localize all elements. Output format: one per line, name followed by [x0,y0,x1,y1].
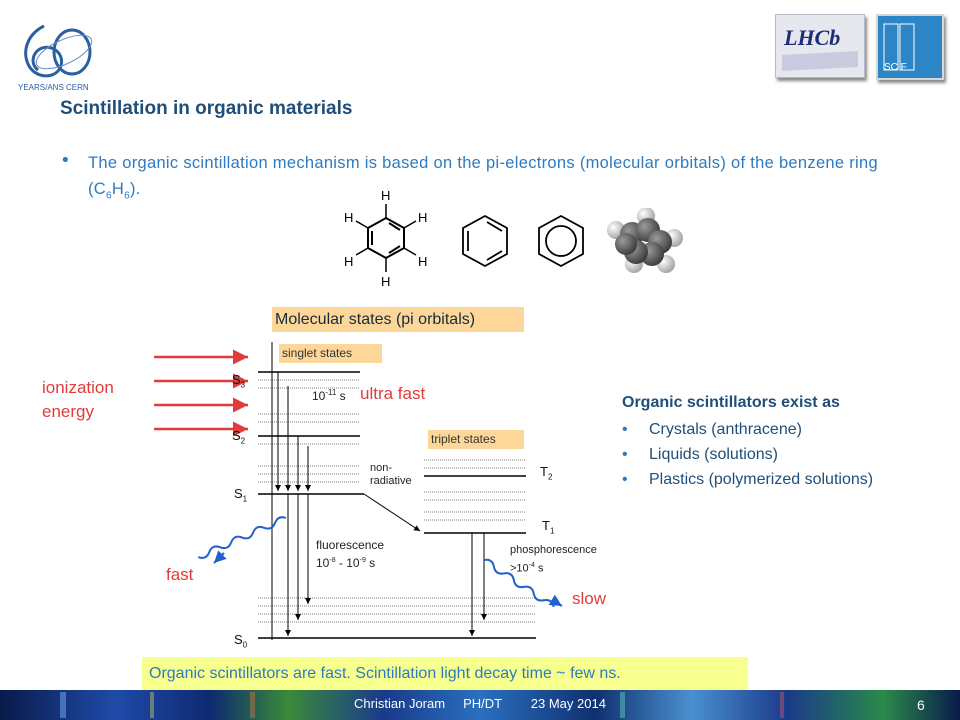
level-s3-letter: S [232,372,241,387]
list-item: • Plastics (polymerized solutions) [622,467,873,492]
ionization-line2: energy [42,402,94,421]
organic-scintillators-list: • Crystals (anthracene) • Liquids (solutio… [622,417,873,492]
molecular-states-banner: Molecular states (pi orbitals) [272,307,524,332]
list-item: • Liquids (solutions) [622,442,873,467]
level-s0-letter: S [234,632,243,647]
triplet-states-label: triplet states [428,430,524,449]
nonradiative-label: non-radiative [370,462,412,488]
phosphorescence-time-unit: s [534,562,544,575]
ultrafast-time-exp: -11 [325,388,337,397]
atom-h-top-right: H [418,210,427,225]
level-s2-letter: S [232,428,241,443]
ultrafast-time-base: 10 [312,389,326,403]
lhcb-logo: LHCb [775,14,865,78]
atom-h-top: H [381,188,390,203]
list-item-text: Liquids (solutions) [649,446,778,463]
footer-bar [0,690,960,720]
level-s0-sub: 0 [242,640,248,650]
scf-logo: SC F [876,14,944,80]
atom-h-bottom: H [381,274,390,289]
level-t1: T1 [542,518,554,536]
singlet-states-label: singlet states [279,344,382,363]
level-s3-sub: 3 [240,380,246,390]
fluorescence-time: 10-8 - 10-9 s [316,553,384,571]
level-s1-letter: S [234,486,243,501]
ionization-energy-label: ionization energy [42,376,114,424]
list-item: • Crystals (anthracene) [622,417,873,442]
lhcb-logo-text: LHCb [783,25,840,50]
phosphorescence-time-pre: >10 [510,562,529,575]
ultrafast-time: 10-11 s [312,388,346,403]
bullet-text-body: The organic scintillation mechanism is b… [88,154,878,172]
fluorescence-title: fluorescence [316,538,385,552]
fluorescence-time-unit: s [365,556,376,570]
phosphorescence-label: phosphorescence >10-4 s [510,543,597,577]
slide-title: Scintillation in organic materials [60,98,353,119]
benzene-hexagon-circle [538,214,584,268]
level-t1-letter: T [542,518,550,533]
fluorescence-time-a: 10 [316,556,330,570]
list-item-text: Plastics (polymerized solutions) [649,471,874,488]
organic-scintillators-heading: Organic scintillators exist as [622,394,840,411]
bullet-dot: • [60,150,71,171]
ionization-line1: ionization [42,378,114,397]
cern-logo-text: YEARS/ANS CERN [18,83,89,92]
ultrafast-time-unit: s [336,389,346,403]
phosphorescence-time-exp: -4 [528,562,535,569]
level-s3: S3 [232,372,245,390]
benzene-space-filling-model [607,208,683,273]
formula-close: ). [129,180,141,198]
formula-h: H [111,180,125,198]
footer-text: Christian Joram PH/DT 23 May 2014 [354,696,606,711]
benzene-hexagon-double-bonds [462,214,508,268]
atom-h-bottom-right: H [418,254,427,269]
fluorescence-time-mid: - 10 [335,556,360,570]
level-t2: T2 [540,464,552,482]
level-s1: S1 [234,486,247,504]
level-s2: S2 [232,428,245,446]
benzene-kekule-structure: H H H H H H [344,188,427,289]
scf-logo-text: SC F [884,62,907,73]
bullet-dot: • [622,421,628,438]
fluorescence-time-b-exp: -9 [359,557,366,564]
fluorescence-time-a-exp: -8 [329,557,336,564]
formula-sub1: 6 [106,190,112,202]
fast-label: fast [166,565,194,584]
cern-60-logo: YEARS/ANS CERN [18,24,93,92]
nonradiative-line2: radiative [370,475,412,487]
level-t2-letter: T [540,464,548,479]
level-t1-sub: 1 [549,526,555,536]
bottom-highlight-note: Organic scintillators are fast. Scintill… [142,657,748,690]
bullet-dot: • [622,446,628,463]
level-s0: S0 [234,632,247,650]
ultra-fast-label: ultra fast [360,384,426,403]
bullet-text: The organic scintillation mechanism is b… [88,150,908,209]
formula-open: (C [88,180,107,198]
phosphorescence-photon-wave [483,558,555,608]
level-s2-sub: 2 [240,436,246,446]
slow-label: slow [572,589,607,608]
page-number: 6 [917,697,925,713]
formula-sub2: 6 [124,190,130,202]
nonradiative-line1: non- [370,462,393,474]
fluorescence-photon-wave [197,516,287,559]
phosphorescence-title: phosphorescence [510,544,597,556]
level-t2-sub: 2 [547,472,553,482]
bullet-dot: • [622,471,628,488]
list-item-text: Crystals (anthracene) [649,421,802,438]
fluorescence-label: fluorescence 10-8 - 10-9 s [316,537,384,571]
atom-h-top-left: H [344,210,353,225]
level-s1-sub: 1 [242,494,248,504]
phosphorescence-time: >10-4 s [510,558,597,577]
atom-h-bottom-left: H [344,254,353,269]
